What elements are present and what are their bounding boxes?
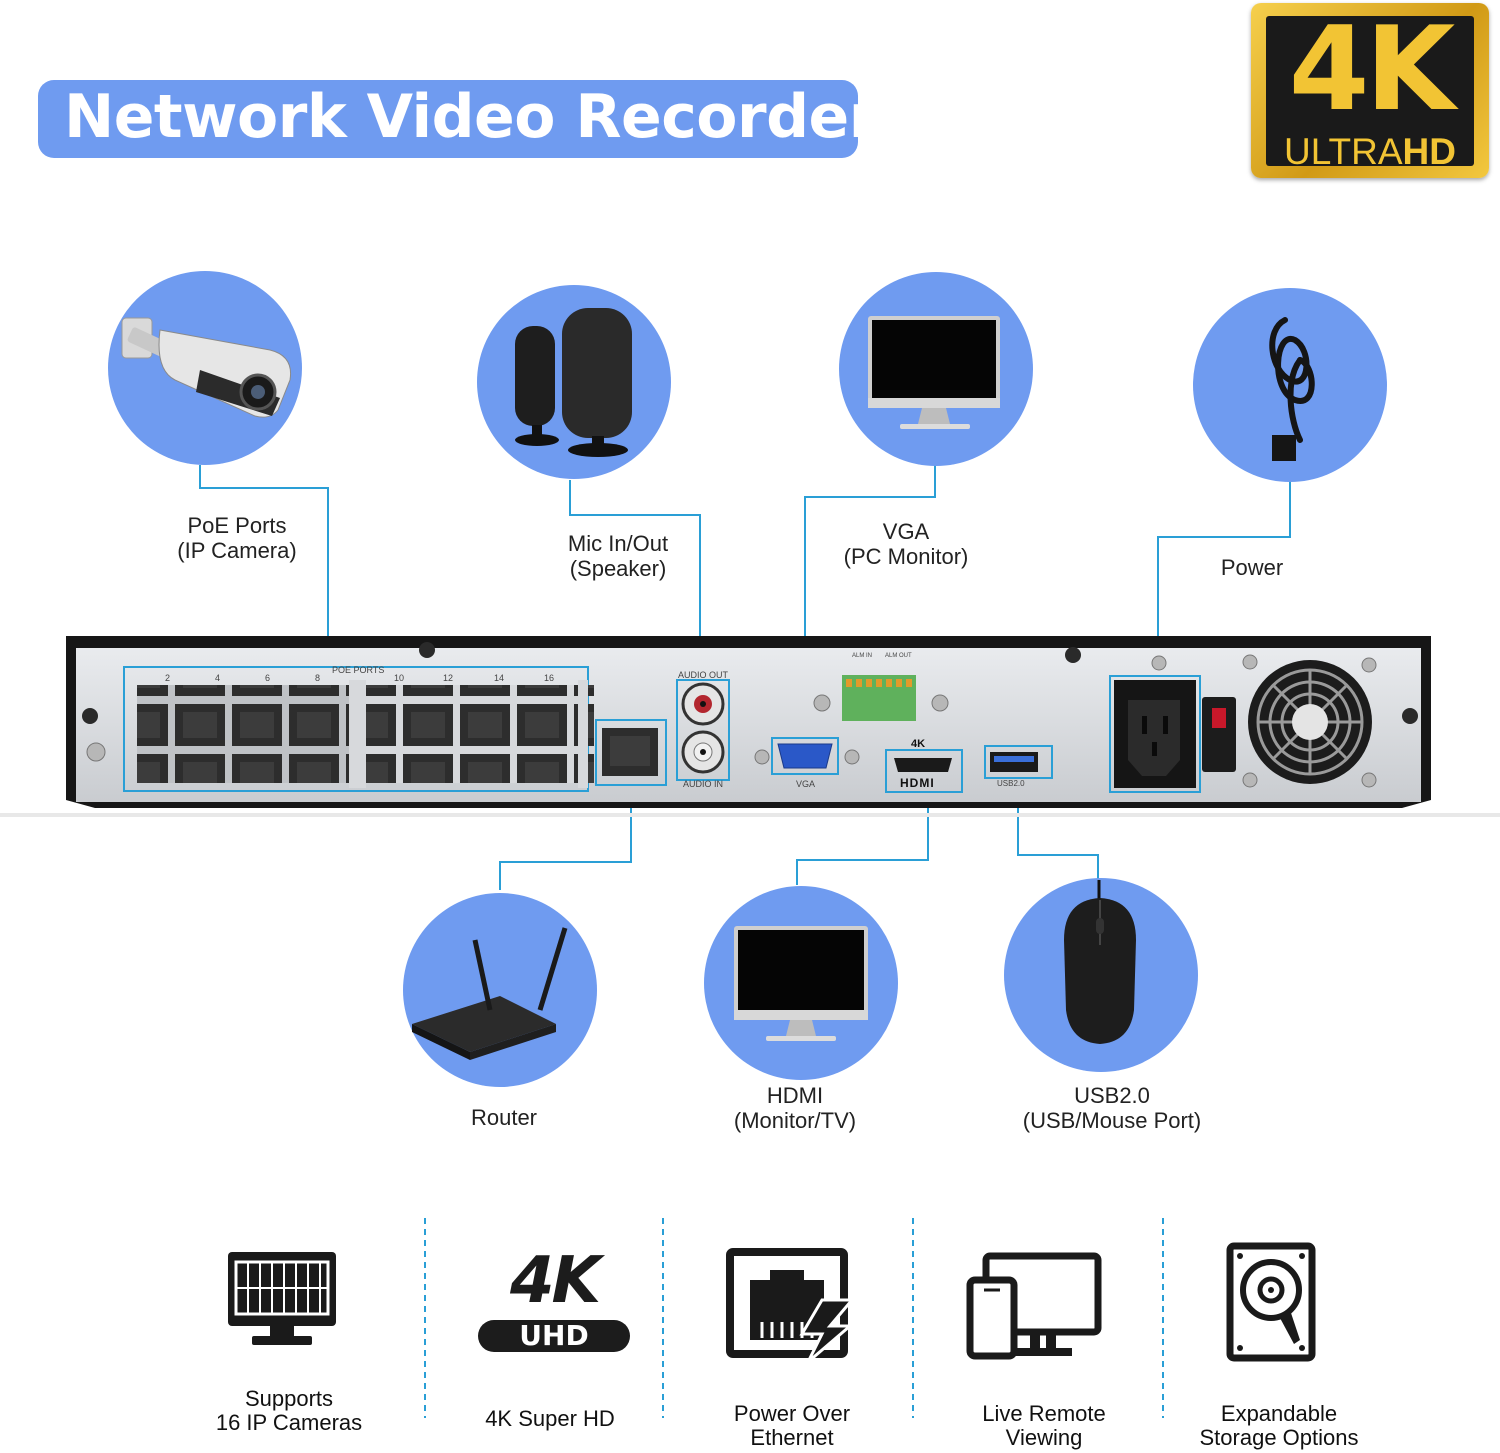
power-caption: Power bbox=[1220, 555, 1284, 580]
vga-caption-line1: VGA bbox=[882, 519, 930, 544]
4k-uhd-icon: 4K bbox=[509, 1244, 601, 1318]
power-connector-line bbox=[1157, 480, 1291, 660]
usb-caption: USB2.0 (USB/Mouse Port) bbox=[992, 1083, 1232, 1133]
feature-16-cameras: Supports 16 IP Cameras bbox=[189, 1387, 389, 1435]
poe-ports-label: POE PORTS bbox=[332, 665, 385, 675]
power-cable-icon bbox=[1269, 317, 1315, 461]
port-number: 2 bbox=[165, 673, 171, 683]
hard-drive-icon bbox=[1226, 1242, 1316, 1362]
usb-port-label: USB2.0 bbox=[997, 779, 1025, 788]
connector-lines bbox=[199, 465, 1291, 890]
hdmi-caption-line1: HDMI bbox=[766, 1083, 824, 1108]
usb-port-highlight bbox=[984, 745, 1053, 779]
hdmi-caption-line2: (Monitor/TV) bbox=[733, 1108, 857, 1133]
badge-4k-text: 4K bbox=[1288, 2, 1456, 137]
hdmi-connector-line bbox=[796, 792, 929, 885]
hdmi-port-highlight bbox=[885, 749, 963, 793]
poe-icon bbox=[726, 1248, 856, 1364]
alarm-in-label: ALM IN bbox=[852, 653, 873, 659]
router-connector-line bbox=[499, 786, 632, 890]
audio-out-label: AUDIO OUT bbox=[678, 670, 729, 680]
port-number: 12 bbox=[443, 673, 454, 683]
feature-poe: Power Over Ethernet bbox=[692, 1402, 892, 1450]
poe-ports-group-2 bbox=[366, 685, 594, 783]
vga-caption: VGA (PC Monitor) bbox=[806, 519, 1006, 569]
badge-inner bbox=[1266, 16, 1474, 166]
nvr-back-panel bbox=[66, 636, 1431, 808]
audio-caption: Mic In/Out (Speaker) bbox=[518, 531, 718, 581]
ip-camera-icon bbox=[121, 317, 292, 418]
solar-monitor-icon bbox=[228, 1252, 336, 1345]
feature-line1: Expandable bbox=[1220, 1401, 1338, 1426]
poe-ports-group-1 bbox=[137, 685, 365, 783]
audio-caption-line1: Mic In/Out bbox=[567, 531, 669, 556]
vga-connector-line bbox=[804, 465, 936, 740]
page-title: Network Video Recorder bbox=[64, 82, 878, 152]
lan-port-highlight bbox=[595, 719, 667, 786]
mouse-icon bbox=[1064, 880, 1136, 1044]
uhd-pill-icon: UHD bbox=[478, 1320, 630, 1352]
poe-caption-line1: PoE Ports bbox=[187, 513, 287, 538]
vga-port-highlight bbox=[771, 737, 839, 775]
audio-ports-highlight bbox=[676, 679, 730, 781]
4k-port-label: 4K bbox=[911, 738, 926, 750]
feature-line2: 16 IP Cameras bbox=[215, 1410, 363, 1435]
vga-caption-line2: (PC Monitor) bbox=[843, 544, 969, 569]
feature-line2: Storage Options bbox=[1199, 1425, 1359, 1450]
feature-line2: Viewing bbox=[1005, 1425, 1083, 1450]
port-number: 16 bbox=[544, 673, 555, 683]
audio-caption-line2: (Speaker) bbox=[569, 556, 667, 581]
feature-expandable-storage: Expandable Storage Options bbox=[1169, 1402, 1389, 1450]
badge-ultrahd-text: ULTRAHD bbox=[1266, 132, 1474, 172]
port-number: 4 bbox=[215, 673, 221, 683]
audio-in-label: AUDIO IN bbox=[683, 779, 724, 789]
power-inlet-highlight bbox=[1109, 675, 1201, 793]
port-number: 8 bbox=[315, 673, 321, 683]
port-number: 6 bbox=[265, 673, 271, 683]
vga-label: VGA bbox=[796, 779, 816, 789]
port-number: 14 bbox=[494, 673, 505, 683]
hdmi-caption: HDMI (Monitor/TV) bbox=[695, 1083, 895, 1133]
usb-caption-line1: USB2.0 bbox=[1074, 1083, 1150, 1108]
tv-monitor-icon bbox=[734, 926, 868, 1041]
poe-ports-caption: PoE Ports (IP Camera) bbox=[137, 513, 337, 563]
phone-monitor-icon bbox=[966, 1252, 1102, 1360]
usb-caption-line2: (USB/Mouse Port) bbox=[1022, 1108, 1202, 1133]
feature-line1: Supports bbox=[244, 1386, 334, 1411]
poe-connector-line bbox=[199, 465, 329, 670]
feature-live-remote: Live Remote Viewing bbox=[944, 1402, 1144, 1450]
pc-monitor-icon bbox=[868, 316, 1000, 429]
router-caption: Router bbox=[470, 1105, 538, 1130]
badge-ultra-text: ULTRA bbox=[1283, 131, 1403, 172]
feature-line1: Power Over bbox=[733, 1401, 851, 1426]
alarm-out-label: ALM OUT bbox=[885, 653, 912, 659]
feature-line1: Live Remote bbox=[982, 1401, 1106, 1426]
power-switch bbox=[1202, 697, 1236, 772]
feature-line2: Ethernet bbox=[750, 1425, 834, 1450]
router-circle bbox=[403, 893, 597, 1087]
feature-4k-super-hd: 4K Super HD bbox=[485, 1406, 615, 1431]
speakers-icon bbox=[515, 308, 632, 457]
poe-caption-line2: (IP Camera) bbox=[177, 538, 297, 563]
badge-hd-text: HD bbox=[1402, 131, 1456, 172]
power-inlet bbox=[1128, 700, 1180, 776]
vga-port bbox=[777, 743, 833, 769]
title-banner bbox=[38, 80, 858, 158]
feature-dividers bbox=[424, 1218, 1164, 1418]
hdmi-port bbox=[894, 758, 952, 772]
hdmi-logo: HDMI bbox=[900, 776, 935, 790]
router-icon bbox=[412, 927, 568, 1060]
port-number: 10 bbox=[394, 673, 405, 683]
audio-connector-line bbox=[569, 480, 701, 680]
